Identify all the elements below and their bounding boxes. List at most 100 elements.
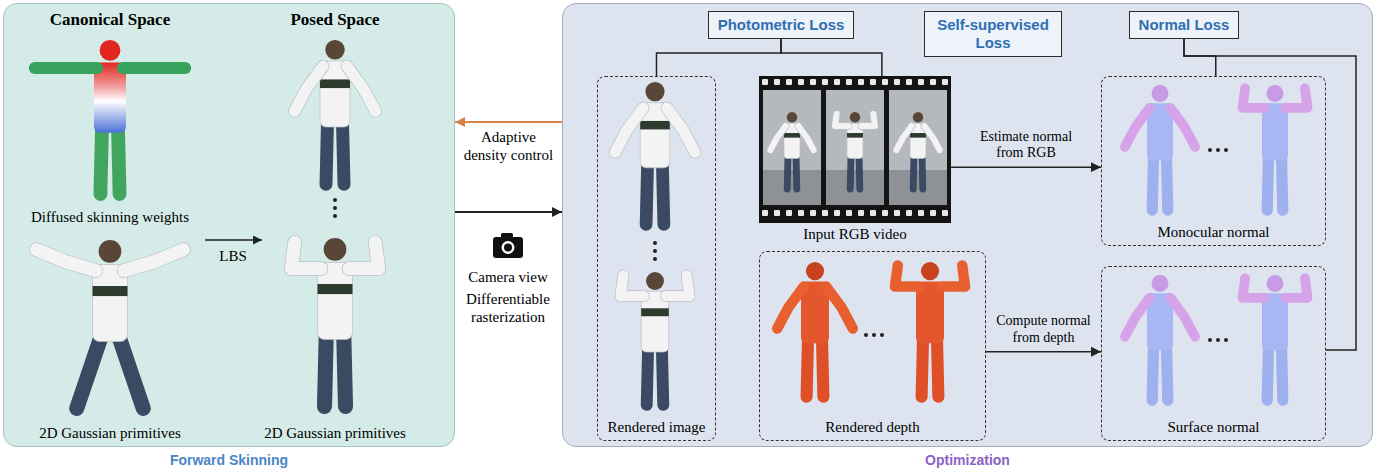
figure-head	[324, 238, 347, 261]
loss-box: Normal Loss	[1129, 11, 1240, 39]
figure-arm-outline	[835, 114, 849, 126]
ellipsis-dot	[864, 333, 868, 337]
figure-leg	[1267, 347, 1268, 401]
figure-leg	[807, 339, 808, 397]
group-caption: Rendered depth	[825, 419, 920, 436]
loss-name: Normal Loss	[1139, 16, 1230, 34]
film-sprocket	[930, 210, 936, 216]
figure-arm-outline	[666, 275, 689, 296]
film-frame	[826, 90, 884, 205]
human-figure	[35, 40, 185, 194]
human-figure	[1243, 275, 1308, 400]
figure-arm-outline	[349, 242, 379, 268]
figure-arm	[349, 242, 379, 268]
film-sprocket	[834, 79, 840, 85]
edge-label: Estimate normal from RGB	[970, 129, 1082, 163]
arrow-label: LBS	[219, 247, 247, 265]
human-figure	[895, 262, 965, 397]
film-sprocket	[894, 210, 900, 216]
figure-leg	[919, 156, 927, 189]
figure-arm	[924, 126, 939, 150]
figure-arm-outline	[347, 66, 376, 111]
film-frame	[763, 90, 821, 205]
figure-leg	[77, 336, 102, 408]
figure-leg	[937, 339, 938, 397]
figure-leg	[662, 163, 663, 224]
figure-leg	[647, 348, 648, 405]
figure-leg	[343, 123, 345, 185]
film-sprocket	[858, 210, 864, 216]
figure-arm-outline	[615, 108, 643, 152]
figure-arm	[770, 126, 785, 150]
figure-band	[641, 308, 669, 316]
human-figure	[770, 112, 813, 189]
space-heading: Canonical Space	[50, 10, 170, 30]
figure-arm-outline	[295, 66, 324, 111]
connector	[455, 121, 562, 123]
camera-icon	[493, 233, 523, 258]
human-figure	[295, 40, 376, 184]
video-caption: Input RGB video	[759, 226, 951, 243]
human-figure	[835, 112, 875, 189]
figure-arm	[291, 242, 321, 268]
figure-arm	[667, 108, 695, 152]
figure-band	[93, 286, 128, 296]
ellipsis-dot	[653, 257, 657, 261]
figure-head	[787, 112, 797, 122]
figure-band	[640, 121, 670, 129]
figure-leg	[662, 348, 663, 405]
figure-arm-outline	[924, 126, 939, 150]
figure-leg	[856, 156, 864, 189]
figure-head	[99, 240, 122, 263]
figure-arm	[666, 275, 689, 296]
loss-box: Self-supervised Loss	[924, 11, 1062, 57]
film-sprocket	[870, 79, 876, 85]
ellipsis-dot	[880, 333, 884, 337]
figure-band	[784, 133, 800, 138]
figure-arm	[1125, 108, 1150, 147]
image-group-box: Monocular normal	[1101, 76, 1326, 246]
figure-arm	[1170, 108, 1195, 147]
film-sprocket	[774, 79, 780, 85]
figure-arm-outline	[621, 275, 644, 296]
connector	[657, 39, 782, 76]
figure-arm	[1243, 278, 1265, 298]
figure-caption: 2D Gaussian primitives	[39, 424, 181, 442]
film-frame	[889, 90, 947, 205]
film-sprocket	[930, 79, 936, 85]
film-sprocket	[786, 210, 792, 216]
figure-head	[1267, 275, 1284, 292]
human-figure	[1125, 85, 1195, 210]
figure-arm-outline	[291, 242, 321, 268]
ellipsis-dot	[1208, 338, 1212, 342]
lbs-arrow	[205, 239, 262, 241]
figure-arm	[861, 114, 875, 126]
figure-band	[847, 133, 863, 138]
figure-leg	[119, 336, 144, 408]
panel-title: Forward Skinning	[4, 452, 454, 468]
figure-arm-outline	[861, 114, 875, 126]
human-figure	[1243, 85, 1308, 210]
step-label: Camera view	[468, 268, 548, 286]
figure-arm	[1170, 298, 1195, 337]
film-sprocket	[798, 210, 804, 216]
figure-leg	[325, 334, 327, 406]
camera-lens	[502, 241, 515, 254]
figure-leg	[847, 156, 855, 189]
human-figure	[615, 82, 695, 224]
figure-leg	[1282, 157, 1283, 211]
ellipsis-dot	[653, 249, 657, 253]
figure-leg	[1152, 157, 1153, 211]
figure-head	[1152, 85, 1169, 102]
film-sprocket	[762, 79, 768, 85]
human-figure	[621, 272, 690, 405]
figure-head	[325, 40, 345, 60]
figure-arm	[777, 287, 804, 329]
figure-caption: Diffused skinning weights	[31, 208, 189, 226]
figure-caption: 2D Gaussian primitives	[264, 424, 406, 442]
figure-arm-outline	[667, 108, 695, 152]
film-sprocket	[846, 79, 852, 85]
figure-arm	[895, 266, 919, 287]
figure-head	[850, 112, 860, 122]
film-sprocket	[774, 210, 780, 216]
